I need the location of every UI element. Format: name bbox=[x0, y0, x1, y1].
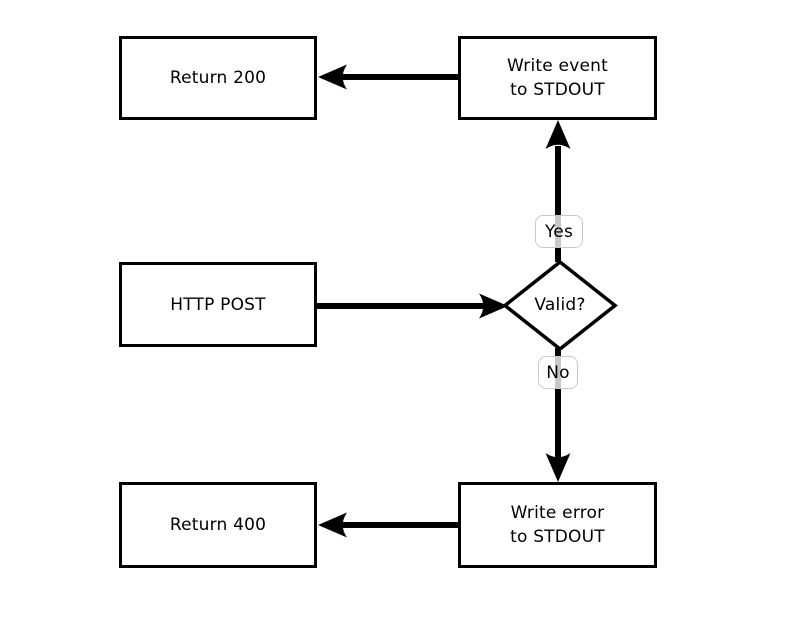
node-http-post-label: HTTP POST bbox=[170, 294, 266, 315]
node-write-event-to-stdout: Write event to STDOUT bbox=[458, 36, 657, 120]
decision-diamond-valid bbox=[502, 259, 618, 352]
edge-label-yes: Yes bbox=[535, 215, 583, 248]
edge-label-no: No bbox=[538, 356, 578, 389]
arrowhead-left-icon bbox=[318, 512, 347, 538]
node-return-200-label: Return 200 bbox=[169, 68, 267, 88]
node-return-400-label: Return 400 bbox=[169, 515, 267, 535]
arrowhead-down-icon bbox=[545, 453, 571, 482]
node-write-error-to-stdout: Write error to STDOUT bbox=[458, 482, 657, 568]
node-valid-label: Valid? bbox=[534, 295, 586, 315]
node-return-200: Return 200 bbox=[119, 36, 317, 120]
node-http-post: HTTP POST bbox=[119, 262, 317, 347]
node-write-event-line1: Write event bbox=[507, 56, 608, 76]
node-write-error-line1: Write error bbox=[510, 503, 605, 523]
arrowhead-up-icon bbox=[545, 120, 571, 149]
node-write-event-line2: to STDOUT bbox=[510, 80, 605, 100]
arrowhead-right-icon bbox=[479, 293, 508, 319]
node-return-400: Return 400 bbox=[119, 482, 317, 568]
node-write-error-line2: to STDOUT bbox=[510, 527, 605, 547]
arrowhead-left-icon bbox=[318, 64, 347, 90]
